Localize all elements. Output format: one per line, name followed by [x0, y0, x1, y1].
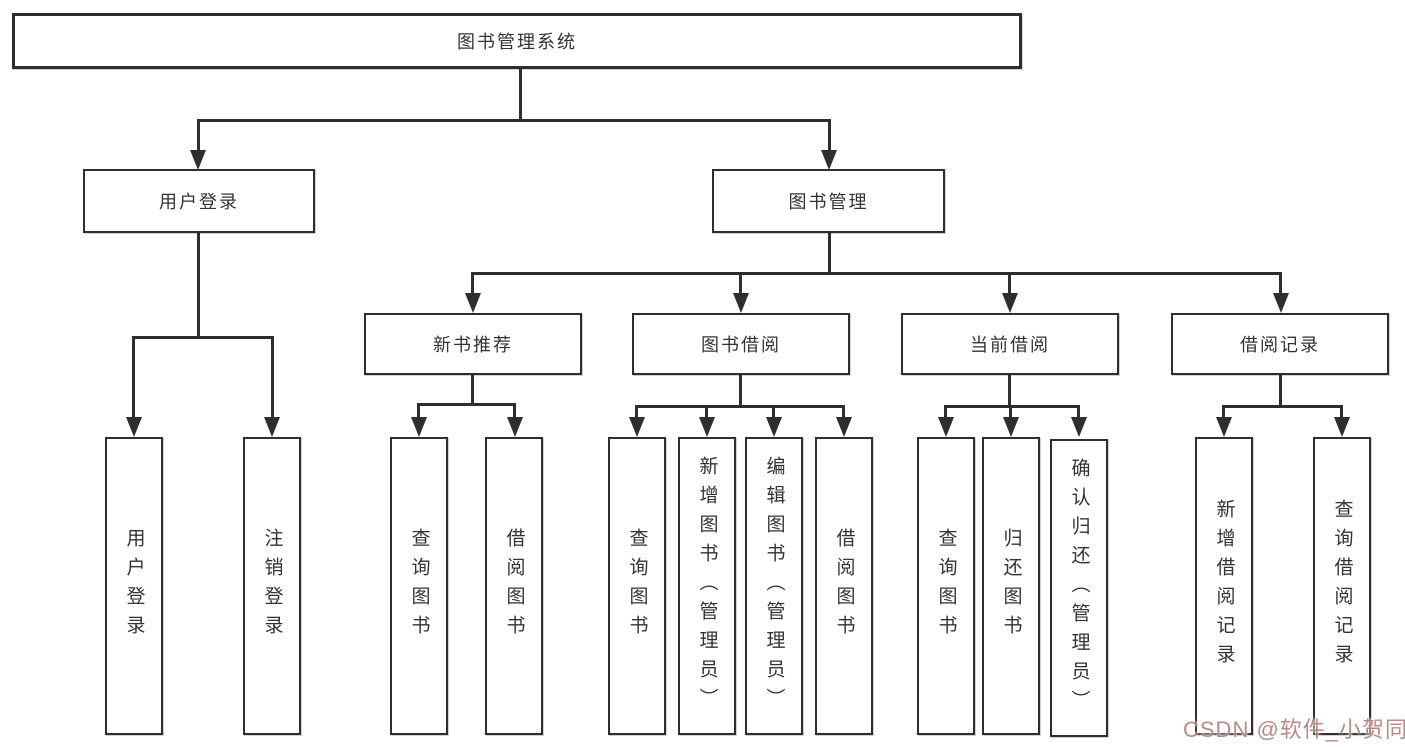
node-book-management: 图书管理: [712, 169, 945, 233]
leaf-label: 编辑图书（管理员）: [763, 455, 785, 717]
arrowhead-icon: [938, 417, 954, 437]
arrowhead-icon: [465, 293, 481, 313]
arrowhead-icon: [699, 417, 715, 437]
connector-line: [417, 403, 420, 420]
leaf-label: 查询图书: [935, 528, 957, 644]
arrowhead-icon: [1334, 417, 1350, 437]
csdn-watermark: CSDN @软件_小贺同学: [1183, 717, 1405, 742]
arrowhead-icon: [1273, 293, 1289, 313]
connector-line: [513, 403, 516, 420]
leaf-user-login: 用户登录: [105, 437, 163, 735]
connector-line: [417, 403, 516, 406]
leaf-label: 注销登录: [261, 528, 283, 644]
leaf-label: 查询图书: [626, 528, 648, 644]
leaf-label: 查询借阅记录: [1331, 499, 1353, 673]
connector-line: [1008, 272, 1011, 297]
leaf-label: 确认归还（管理员）: [1068, 457, 1090, 719]
connector-line: [739, 272, 742, 297]
leaf-borrow-edit-books-admin: 编辑图书（管理员）: [745, 437, 803, 735]
connector-line: [944, 405, 1080, 408]
connector-line: [828, 231, 831, 274]
arrowhead-icon: [411, 417, 427, 437]
arrowhead-icon: [629, 417, 645, 437]
connector-line: [132, 336, 135, 420]
connector-line: [944, 405, 947, 420]
connector-line: [772, 405, 775, 420]
connector-line: [1222, 405, 1343, 408]
leaf-label: 新增图书（管理员）: [696, 455, 718, 717]
leaf-records-add-borrow-record: 新增借阅记录: [1195, 437, 1253, 735]
connector-line: [635, 405, 845, 408]
arrowhead-icon: [190, 150, 206, 170]
leaf-borrow-borrow-books: 借阅图书: [815, 437, 873, 735]
node-book-borrow: 图书借阅: [632, 313, 850, 375]
leaf-newbook-query-books: 查询图书: [390, 437, 448, 735]
arrowhead-icon: [766, 417, 782, 437]
connector-line: [197, 119, 831, 122]
connector-line: [1340, 405, 1343, 420]
leaf-label: 借阅图书: [833, 528, 855, 644]
arrowhead-icon: [1003, 417, 1019, 437]
node-user-login: 用户登录: [83, 169, 315, 233]
leaf-current-confirm-return-admin: 确认归还（管理员）: [1050, 439, 1108, 737]
node-root-library-system: 图书管理系统: [12, 13, 1022, 69]
leaf-current-return-books: 归还图书: [982, 437, 1040, 735]
leaf-newbook-borrow-books: 借阅图书: [485, 437, 543, 735]
node-new-book-recommend: 新书推荐: [364, 313, 582, 375]
connector-line: [1222, 405, 1225, 420]
leaf-records-query-borrow-record: 查询借阅记录: [1313, 437, 1371, 735]
connector-line: [842, 405, 845, 420]
connector-line: [739, 375, 742, 407]
connector-line: [132, 336, 274, 339]
arrowhead-icon: [1002, 293, 1018, 313]
connector-line: [471, 272, 1282, 275]
node-borrow-records: 借阅记录: [1171, 313, 1389, 375]
connector-line: [197, 233, 200, 338]
connector-line: [271, 336, 274, 420]
leaf-borrow-add-books-admin: 新增图书（管理员）: [678, 437, 736, 735]
leaf-current-query-books: 查询图书: [917, 437, 975, 735]
arrowhead-icon: [1071, 417, 1087, 437]
arrowhead-icon: [126, 417, 142, 437]
leaf-label: 新增借阅记录: [1213, 499, 1235, 673]
connector-line: [705, 405, 708, 420]
leaf-label: 查询图书: [408, 528, 430, 644]
connector-line: [471, 272, 474, 297]
connector-line: [471, 375, 474, 405]
arrowhead-icon: [507, 417, 523, 437]
connector-line: [828, 119, 831, 155]
connector-line: [1077, 405, 1080, 420]
leaf-label: 归还图书: [1000, 528, 1022, 644]
arrowhead-icon: [264, 417, 280, 437]
leaf-label: 借阅图书: [503, 528, 525, 644]
arrowhead-icon: [821, 150, 837, 170]
arrowhead-icon: [1216, 417, 1232, 437]
connector-line: [1009, 405, 1012, 420]
connector-line: [197, 119, 200, 155]
connector-line: [1279, 272, 1282, 297]
connector-line: [1279, 375, 1282, 407]
connector-line: [1008, 375, 1011, 407]
leaf-borrow-query-books: 查询图书: [608, 437, 666, 735]
connector-line: [519, 69, 522, 122]
connector-line: [635, 405, 638, 420]
leaf-label: 用户登录: [123, 528, 145, 644]
node-current-borrow: 当前借阅: [901, 313, 1119, 375]
leaf-logout: 注销登录: [243, 437, 301, 735]
arrowhead-icon: [733, 293, 749, 313]
arrowhead-icon: [836, 417, 852, 437]
